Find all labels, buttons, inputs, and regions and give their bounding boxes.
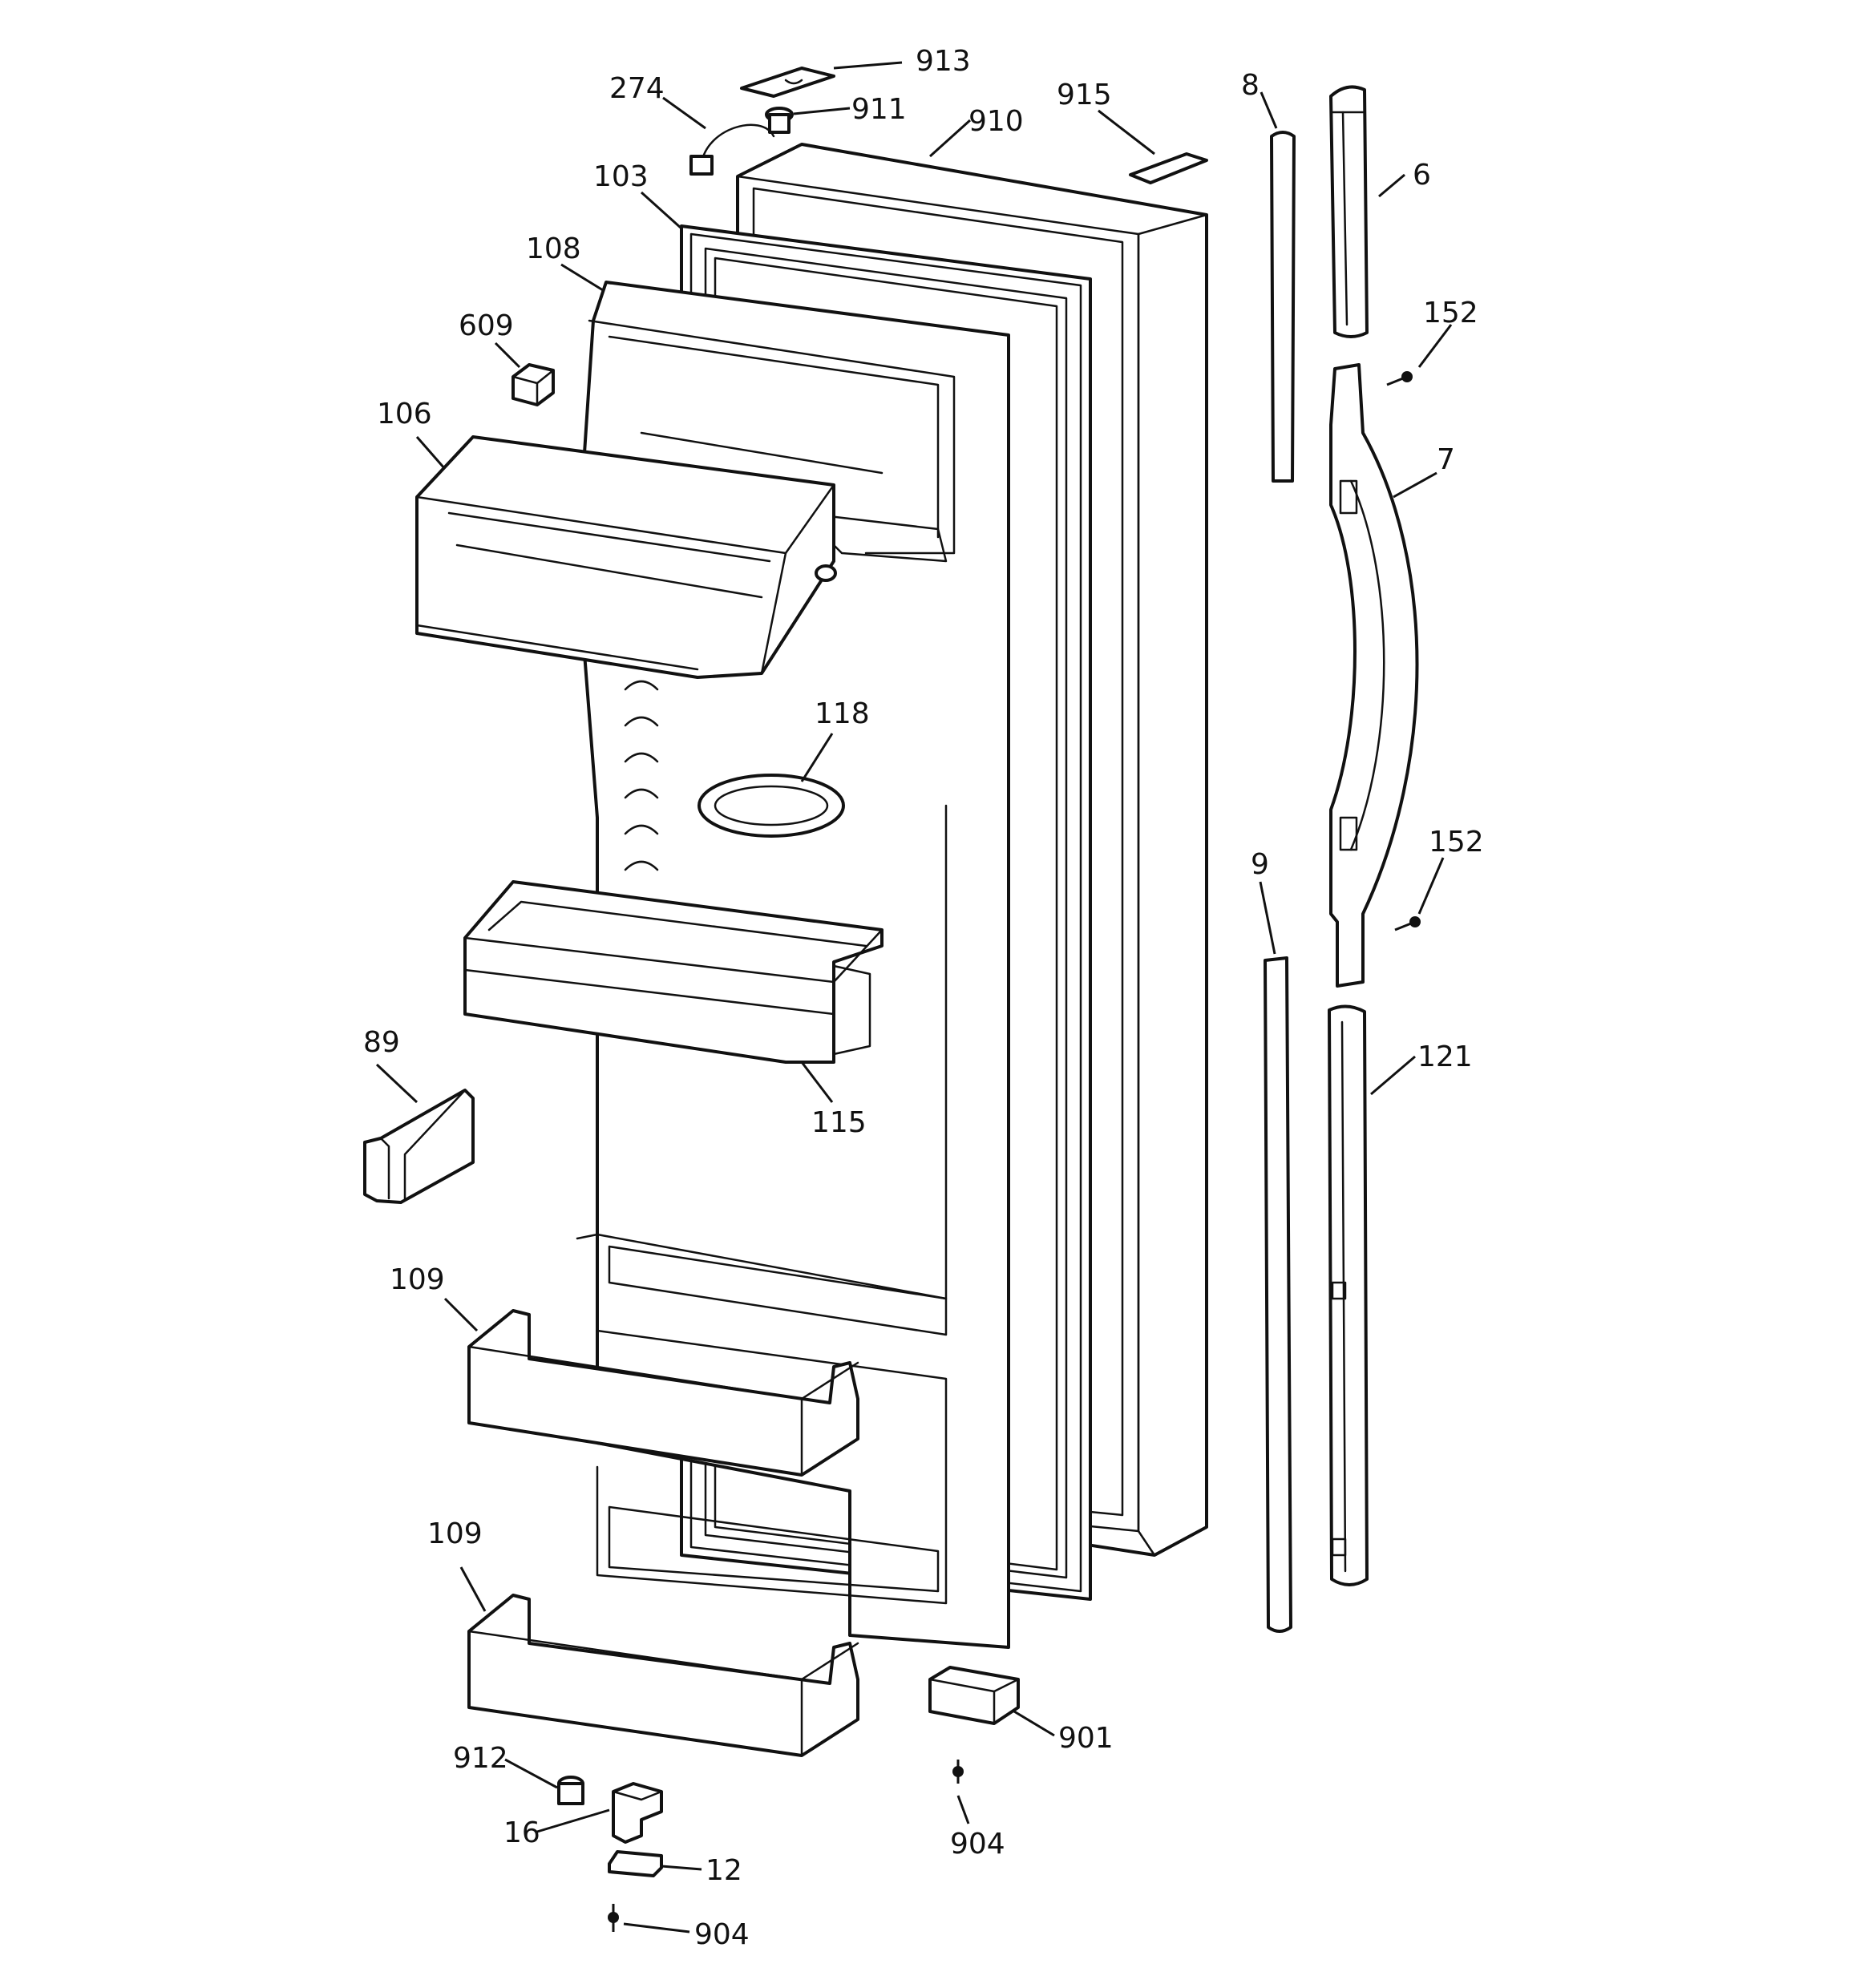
callout-labels: 913 274 911 915 910 8 6 103 108 152 609 …: [363, 45, 1484, 1951]
label-106: 106: [377, 398, 432, 430]
label-109-upper: 109: [390, 1263, 445, 1296]
part-904-screw-right: [952, 1760, 964, 1784]
part-913-cover-plate: [740, 67, 835, 98]
part-9-lower-trim: [1264, 956, 1292, 1633]
label-913: 913: [916, 45, 971, 78]
part-274-wire-harness: [689, 123, 775, 176]
label-16: 16: [503, 1816, 540, 1849]
label-8: 8: [1241, 69, 1260, 102]
label-152-upper: 152: [1423, 297, 1478, 329]
part-121-handle-end-cap-lower: [1328, 1004, 1369, 1586]
label-609: 609: [459, 309, 514, 342]
label-904-bottom: 904: [694, 1918, 750, 1951]
part-109-upper-door-shelf: [467, 1309, 859, 1477]
label-910: 910: [968, 105, 1024, 138]
label-152-lower: 152: [1429, 826, 1484, 859]
label-915: 915: [1057, 79, 1112, 111]
label-118: 118: [815, 697, 870, 730]
part-915-top-cap: [1129, 152, 1208, 184]
part-8-upper-trim: [1270, 131, 1296, 483]
part-609-door-switch: [512, 363, 555, 406]
label-912: 912: [453, 1742, 508, 1775]
part-904-screw-bottom: [608, 1904, 619, 1932]
part-118-egg-tray: [698, 774, 845, 838]
label-911: 911: [851, 93, 907, 126]
part-115-door-bin: [463, 880, 884, 1064]
part-89-light-housing: [363, 1089, 475, 1204]
part-912-bushing: [557, 1776, 584, 1805]
part-106-dairy-compartment-door: [415, 435, 837, 679]
part-6-handle-end-cap-upper: [1329, 85, 1369, 338]
liner-shelf-supports: [624, 680, 659, 871]
label-108: 108: [526, 232, 581, 265]
part-109-lower-door-shelf: [467, 1594, 859, 1757]
part-16-bottom-hinge: [612, 1782, 663, 1844]
leader-lines: [375, 61, 1453, 1933]
label-12: 12: [706, 1854, 742, 1887]
label-7: 7: [1437, 443, 1455, 476]
label-901: 901: [1058, 1722, 1114, 1755]
label-904-right: 904: [950, 1828, 1005, 1861]
part-152-screw-upper: [1386, 371, 1413, 386]
part-7-door-handle: [1329, 363, 1419, 988]
label-6: 6: [1413, 159, 1431, 192]
label-89: 89: [363, 1026, 400, 1059]
label-274: 274: [609, 72, 665, 105]
label-9: 9: [1251, 848, 1269, 881]
part-901-hinge-cover: [928, 1666, 1020, 1725]
part-12-hinge-bracket: [608, 1850, 663, 1877]
label-121: 121: [1417, 1040, 1473, 1073]
label-103: 103: [593, 160, 649, 193]
part-911-plug: [765, 107, 794, 134]
label-115: 115: [811, 1106, 867, 1139]
part-152-screw-lower: [1394, 916, 1421, 931]
label-109-lower: 109: [427, 1517, 483, 1550]
